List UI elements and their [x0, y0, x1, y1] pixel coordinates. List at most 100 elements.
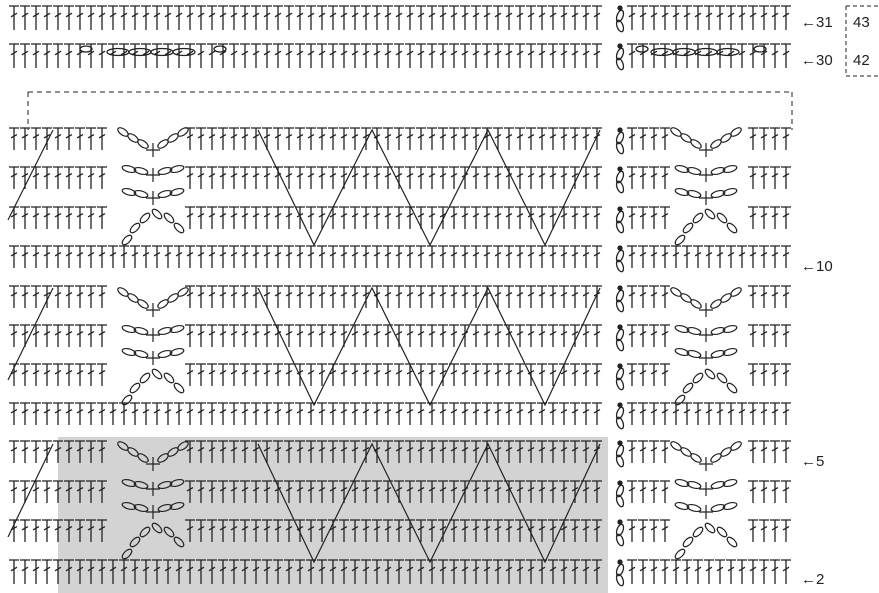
treble-stitch	[317, 286, 327, 308]
treble-stitch	[361, 207, 371, 229]
treble-stitch	[273, 6, 283, 30]
stitch-stroke	[284, 246, 294, 268]
treble-stitch	[207, 286, 217, 308]
treble-stitch	[570, 6, 580, 30]
stitch-stroke	[770, 6, 780, 30]
center-cross	[699, 191, 713, 205]
stitch-stroke	[86, 246, 96, 268]
treble-stitch	[218, 44, 228, 68]
stitch-stroke	[759, 325, 769, 347]
stitch-stroke	[207, 167, 217, 189]
treble-stitch	[537, 364, 547, 386]
fan-horizontal	[121, 347, 184, 365]
stitch-stroke	[726, 6, 736, 30]
treble-stitch	[449, 167, 459, 189]
stitch-stroke	[262, 286, 272, 308]
treble-stitch	[75, 167, 85, 189]
treble-stitch	[328, 246, 338, 268]
treble-stitch	[31, 481, 41, 503]
arch-motif	[674, 368, 739, 407]
chain-stitch	[615, 220, 625, 233]
stitch-stroke	[372, 364, 382, 386]
stitch-stroke	[638, 246, 648, 268]
stitch-stroke	[372, 246, 382, 268]
stitch-stroke	[251, 128, 261, 150]
treble-stitch	[328, 6, 338, 30]
treble-stitch	[627, 520, 637, 542]
stitch-stroke	[770, 560, 780, 584]
stitch-stroke	[9, 207, 19, 229]
treble-stitch	[53, 403, 63, 425]
stitch-stroke	[273, 403, 283, 425]
treble-stitch	[759, 167, 769, 189]
treble-stitch	[559, 364, 569, 386]
stitch-stroke	[251, 246, 261, 268]
stitch-stroke	[328, 286, 338, 308]
treble-stitch	[748, 441, 758, 463]
stitch-stroke	[328, 207, 338, 229]
treble-stitch	[781, 207, 791, 229]
treble-stitch	[482, 6, 492, 30]
treble-stitch	[262, 128, 272, 150]
stitch-stroke	[31, 207, 41, 229]
stitch-stroke	[284, 325, 294, 347]
treble-stitch	[559, 128, 569, 150]
stitch-stroke	[273, 246, 283, 268]
stitch-stroke	[9, 325, 19, 347]
stitch-stroke	[350, 128, 360, 150]
treble-stitch	[229, 167, 239, 189]
stitch-stroke	[20, 128, 30, 150]
treble-stitch	[759, 520, 769, 542]
stitch-stroke	[781, 167, 791, 189]
treble-stitch	[460, 6, 470, 30]
treble-stitch	[471, 6, 481, 30]
treble-stitch	[427, 207, 437, 229]
treble-stitch	[196, 207, 206, 229]
treble-stitch	[438, 246, 448, 268]
stitch-stroke	[548, 6, 558, 30]
stitch-stroke	[97, 128, 107, 150]
treble-stitch	[295, 246, 305, 268]
treble-stitch	[759, 441, 769, 463]
stitch-stroke	[682, 403, 692, 425]
stitch-stroke	[781, 325, 791, 347]
treble-stitch	[229, 286, 239, 308]
stitch-stroke	[383, 167, 393, 189]
stitch-stroke	[394, 286, 404, 308]
treble-stitch	[649, 441, 659, 463]
treble-stitch	[781, 44, 791, 68]
treble-stitch	[185, 403, 195, 425]
stitch-stroke	[75, 167, 85, 189]
stitch-stroke	[649, 325, 659, 347]
stitch-stroke	[748, 128, 758, 150]
treble-stitch	[53, 325, 63, 347]
treble-stitch	[581, 325, 591, 347]
treble-stitch	[638, 560, 648, 584]
treble-stitch	[119, 6, 129, 30]
treble-stitch	[339, 6, 349, 30]
stitch-stroke	[31, 520, 41, 542]
treble-stitch	[537, 246, 547, 268]
treble-stitch	[581, 286, 591, 308]
treble-stitch	[427, 364, 437, 386]
treble-stitch	[9, 481, 19, 503]
treble-stitch	[372, 364, 382, 386]
stitch-stroke	[207, 207, 217, 229]
stitch-stroke	[548, 403, 558, 425]
treble-stitch	[42, 167, 52, 189]
treble-stitch	[317, 167, 327, 189]
stitch-stroke	[493, 246, 503, 268]
stitch-stroke	[427, 403, 437, 425]
stitch-stroke	[416, 325, 426, 347]
fan-motif	[669, 286, 742, 317]
stitch-stroke	[526, 325, 536, 347]
treble-stitch	[438, 325, 448, 347]
treble-stitch	[273, 364, 283, 386]
slip-chain-column	[615, 520, 625, 547]
stitch-stroke	[649, 246, 659, 268]
stitch-stroke	[416, 286, 426, 308]
stitch-stroke	[638, 325, 648, 347]
stitch-stroke	[306, 128, 316, 150]
stitch-stroke	[449, 128, 459, 150]
center-cross	[146, 191, 160, 205]
